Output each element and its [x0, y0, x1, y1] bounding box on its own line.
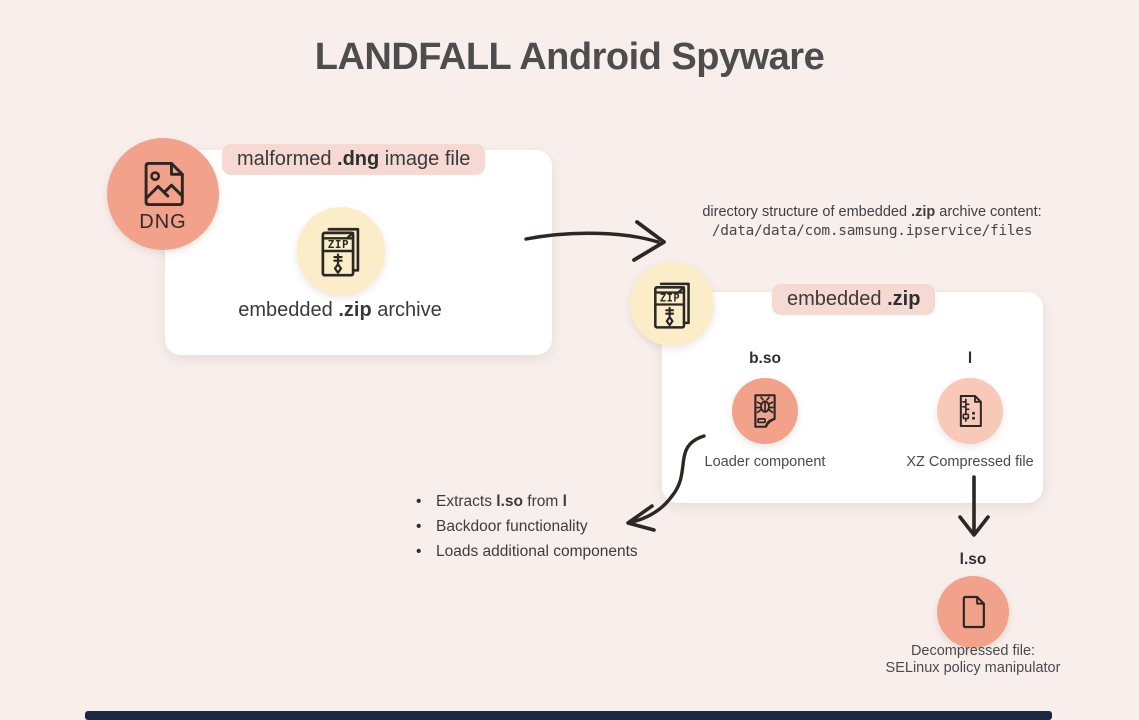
note-text: archive content: [935, 204, 1042, 220]
bso-filename: b.so [749, 350, 781, 367]
caption-line: Decompressed file: [910, 643, 1036, 659]
xz-compressed-badge [937, 378, 1003, 444]
decompressed-file-caption: Decompressed file: SELinux policy manipu… [873, 643, 1073, 677]
list-item: • Loads additional components [416, 543, 638, 561]
xz-compressed-caption: XZ Compressed file [906, 454, 1034, 470]
pill-text: malformed [237, 148, 338, 170]
note-text: Backdoor functionality [436, 518, 588, 535]
embedded-zip-caption: embedded .zip archive [180, 299, 500, 322]
caption-line: SELinux policy manipulator [885, 660, 1061, 676]
bottom-bar [85, 711, 1052, 720]
dng-file-badge: DNG [107, 138, 219, 250]
zip-file-icon: ZIP [653, 282, 690, 329]
caption-text-bold: .zip [338, 299, 372, 321]
embedded-zip-pill: embedded .zip [772, 284, 936, 315]
caption-text: embedded [238, 299, 339, 321]
zip-file-icon: ZIP [321, 227, 360, 277]
zip-icon-text: ZIP [659, 292, 679, 304]
arrow-curve-left-icon [626, 434, 706, 532]
dng-label: DNG [139, 210, 187, 233]
pill-text: image file [379, 148, 471, 170]
page-title: LANDFALL Android Spyware [314, 36, 825, 78]
note-text-bold: .zip [911, 204, 936, 220]
note-text-bold: l [562, 493, 567, 510]
note-text: directory structure of embedded [702, 204, 912, 220]
zip-icon-text: ZIP [328, 238, 349, 251]
bullet-icon: • [416, 518, 422, 535]
caption-text: archive [371, 299, 442, 321]
note-text: Loads additional components [436, 543, 638, 560]
zip-file-badge: ZIP [630, 262, 714, 346]
image-file-icon [144, 161, 184, 206]
pill-text-bold: .zip [887, 288, 921, 310]
lso-filename: l.so [959, 551, 987, 568]
directory-path: /data/data/com.samsung.ipservice/files [711, 223, 1033, 239]
list-item: • Extracts l.so from l [416, 493, 638, 511]
behavior-notes-list: • Extracts l.so from l • Backdoor function… [416, 493, 638, 568]
bullet-icon: • [416, 493, 422, 510]
arrow-right-icon [524, 220, 666, 262]
note-text: Extracts [436, 493, 497, 510]
zip-file-badge: ZIP [297, 207, 385, 295]
loader-component-badge [732, 378, 798, 444]
decompressed-file-badge [937, 576, 1009, 648]
bullet-icon: • [416, 543, 422, 560]
xz-file-icon [959, 395, 982, 427]
list-item: • Backdoor functionality [416, 518, 638, 536]
bug-file-icon [754, 394, 776, 428]
malformed-dng-pill: malformed .dng image file [222, 144, 486, 175]
pill-text-bold: .dng [337, 148, 380, 170]
directory-note: directory structure of embedded .zip arc… [660, 204, 1084, 239]
note-text-bold: l.so [496, 493, 523, 510]
arrow-down-icon [958, 475, 990, 537]
loader-component-caption: Loader component [704, 454, 826, 470]
file-icon [962, 595, 985, 629]
note-text: from [523, 493, 563, 510]
directory-note-text: directory structure of embedded .zip arc… [660, 204, 1084, 220]
pill-text: embedded [787, 288, 888, 310]
l-filename: l [967, 350, 973, 367]
